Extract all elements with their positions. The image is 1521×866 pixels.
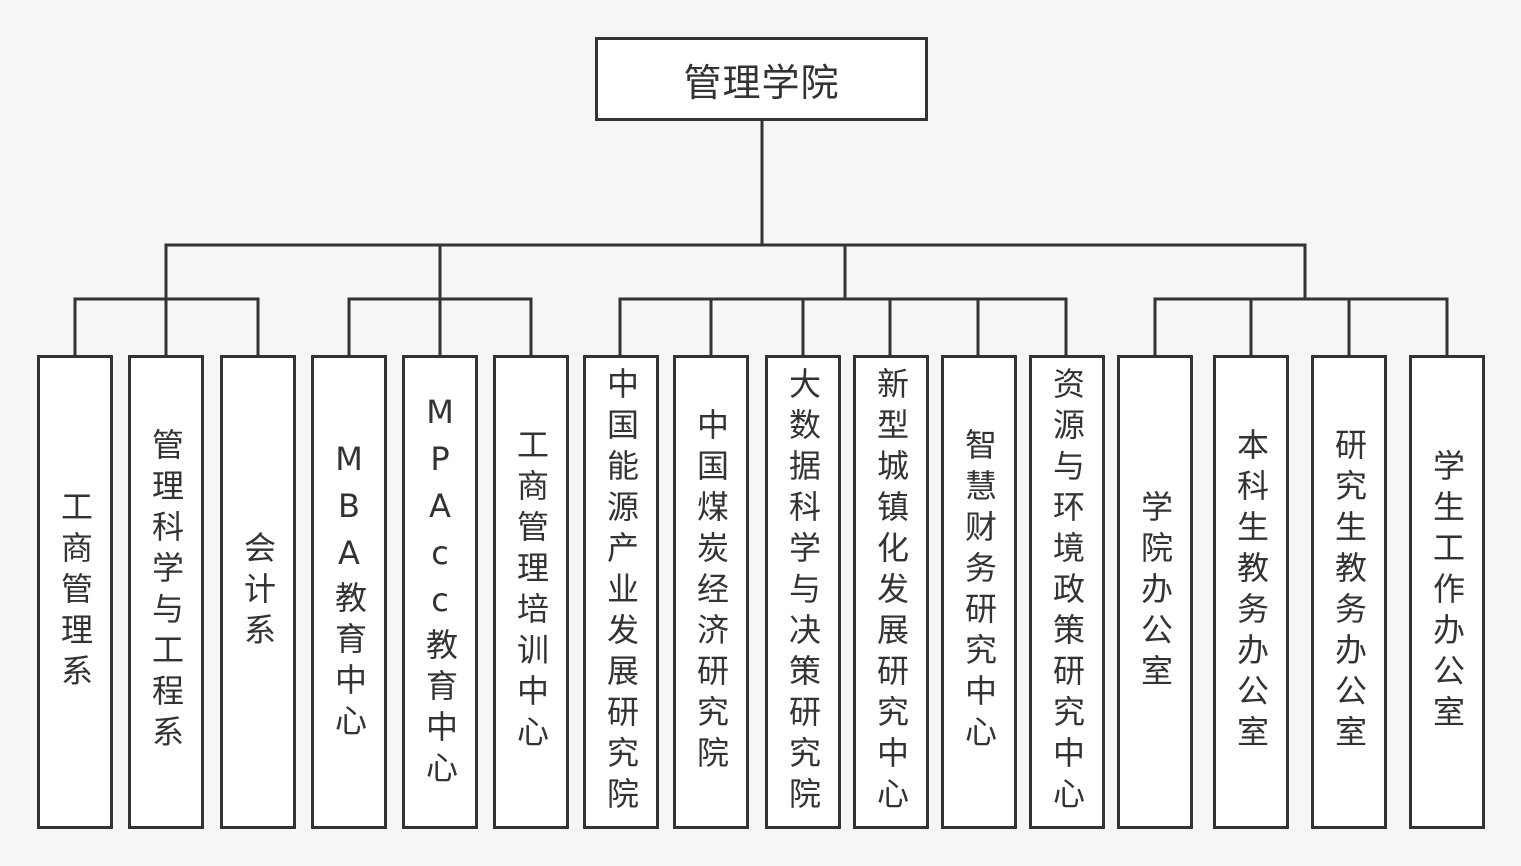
unit-node: 学院办公室 [1117,355,1193,829]
unit-node: 本科生教务办公室 [1213,355,1289,829]
unit-label: 中国能源产业发展研究院 [602,366,640,818]
unit-node: 研究生教务办公室 [1311,355,1387,829]
unit-label: 管理科学与工程系 [147,428,185,756]
unit-label: 工商管理培训中心 [512,428,550,756]
unit-node: MBA教育中心 [311,355,387,829]
unit-node: 中国能源产业发展研究院 [583,355,659,829]
unit-label: 智慧财务研究中心 [960,428,998,756]
unit-node: 工商管理培训中心 [493,355,569,829]
unit-label: 资源与环境政策研究中心 [1048,366,1086,818]
unit-label: 研究生教务办公室 [1330,428,1368,756]
unit-node: 资源与环境政策研究中心 [1029,355,1105,829]
unit-node: MPAcc教育中心 [402,355,478,829]
unit-node: 工商管理系 [37,355,113,829]
unit-node: 管理科学与工程系 [128,355,204,829]
unit-node: 新型城镇化发展研究中心 [853,355,929,829]
unit-label: 工商管理系 [56,489,94,695]
unit-label: 会计系 [239,530,277,654]
unit-label: 学院办公室 [1136,489,1174,695]
unit-node: 中国煤炭经济研究院 [673,355,749,829]
unit-label: 新型城镇化发展研究中心 [872,366,910,818]
unit-label: MPAcc教育中心 [421,392,459,792]
root-node: 管理学院 [595,37,928,121]
unit-label: 学生工作办公室 [1428,448,1466,736]
unit-node: 会计系 [220,355,296,829]
unit-label: 大数据科学与决策研究院 [784,366,822,818]
unit-node: 大数据科学与决策研究院 [765,355,841,829]
root-label: 管理学院 [683,60,840,105]
unit-label: 本科生教务办公室 [1232,428,1270,756]
unit-label: MBA教育中心 [330,439,368,745]
unit-node: 学生工作办公室 [1409,355,1485,829]
unit-node: 智慧财务研究中心 [941,355,1017,829]
unit-label: 中国煤炭经济研究院 [692,407,730,777]
